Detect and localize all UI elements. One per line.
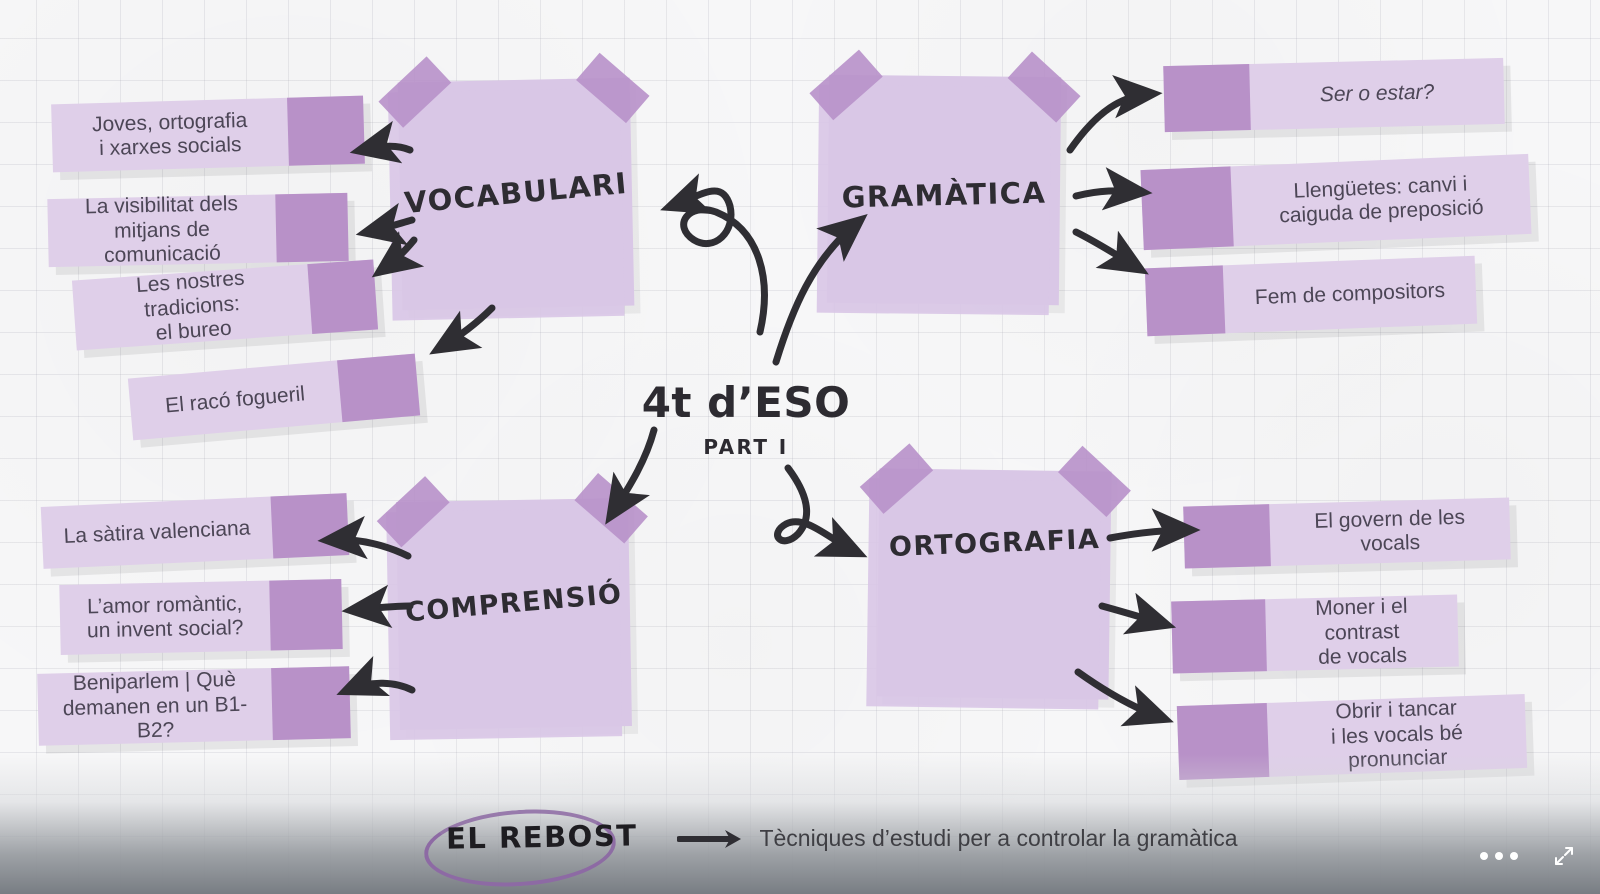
topic-card[interactable]: El govern de les vocals bbox=[1183, 497, 1511, 569]
topic-card-label: Joves, ortografia i xarxes socials bbox=[91, 108, 248, 161]
topic-card[interactable]: La visibilitat dels mitjans de comunicac… bbox=[47, 192, 349, 268]
topic-card-swatch bbox=[1176, 702, 1270, 781]
footer-content: EL REBOST Tècniques d’estudi per a contr… bbox=[421, 803, 1238, 893]
topic-card-swatch bbox=[275, 192, 349, 263]
dot bbox=[1480, 852, 1488, 860]
topic-card[interactable]: Joves, ortografia i xarxes socials bbox=[51, 95, 365, 173]
arrow-gramatica-item-3 bbox=[1072, 228, 1149, 275]
branch-note-vocabulari[interactable]: VOCABULARI bbox=[378, 52, 650, 321]
arrow-center-to-ortografia bbox=[774, 464, 868, 558]
footer-bar: EL REBOST Tècniques d’estudi per a contr… bbox=[0, 780, 1600, 894]
topic-card-swatch bbox=[1163, 64, 1251, 133]
page-title: 4t d’ESO bbox=[641, 378, 851, 427]
topic-card[interactable]: L’amor romàntic, un invent social? bbox=[59, 579, 343, 655]
topic-card-label: La sàtira valenciana bbox=[63, 516, 251, 548]
arrow-ortografia-item-1 bbox=[1106, 508, 1201, 552]
more-horizontal-icon[interactable] bbox=[1480, 852, 1518, 860]
branch-note-ortografia[interactable]: ORTOGRAFIA bbox=[859, 443, 1131, 710]
topic-card-swatch bbox=[337, 353, 421, 423]
topic-card-swatch bbox=[287, 95, 365, 166]
branch-note-gramatica[interactable]: GRAMÀTICA bbox=[809, 49, 1081, 316]
topic-card-swatch bbox=[1140, 166, 1234, 251]
arrow-ortografia-item-2 bbox=[1098, 592, 1177, 635]
arrow-center-to-vocabulari bbox=[660, 173, 768, 336]
topic-card-swatch bbox=[1144, 265, 1226, 337]
arrow-right-icon bbox=[677, 830, 742, 848]
topic-card-label: El racó fogueril bbox=[164, 382, 306, 418]
dot bbox=[1495, 852, 1503, 860]
topic-card-swatch bbox=[1183, 504, 1271, 569]
note-shadow-sheet bbox=[866, 478, 1102, 710]
topic-card-label: Moner i el contrast de vocals bbox=[1314, 595, 1408, 670]
el-rebost-label: EL REBOST bbox=[445, 818, 638, 856]
branch-title-gramatica: GRAMÀTICA bbox=[841, 175, 1047, 215]
topic-card[interactable]: El racó fogueril bbox=[127, 353, 421, 441]
topic-card-label: L’amor romàntic, un invent social? bbox=[86, 591, 244, 643]
topic-card-label: Beniparlem | Què demanen en un B1-B2? bbox=[62, 668, 248, 743]
footer-caption: Tècniques d’estudi per a controlar la gr… bbox=[759, 824, 1238, 851]
topic-card-swatch bbox=[271, 666, 351, 741]
arrow-gramatica-item-2 bbox=[1072, 167, 1153, 211]
topic-card[interactable]: Ser o estar? bbox=[1163, 57, 1505, 133]
el-rebost-badge[interactable]: EL REBOST bbox=[421, 803, 663, 893]
topic-card-swatch bbox=[270, 493, 350, 559]
topic-card[interactable]: Obrir i tancar i les vocals bé pronuncia… bbox=[1176, 693, 1528, 781]
topic-card-label: Les nostres tradicions: el bureo bbox=[135, 267, 246, 346]
topic-card[interactable]: Fem de compositors bbox=[1144, 255, 1478, 337]
page-subtitle: PART I bbox=[703, 435, 789, 459]
topic-card-label: Obrir i tancar i les vocals bé pronuncia… bbox=[1330, 696, 1464, 773]
topic-card-label: Llengüetes: canvi i caiguda de preposici… bbox=[1278, 172, 1484, 228]
topic-card-label: Fem de compositors bbox=[1254, 278, 1446, 309]
branch-note-comprensio[interactable]: COMPRENSIÓ bbox=[376, 473, 648, 741]
player-controls bbox=[1480, 844, 1576, 868]
topic-card-swatch bbox=[307, 259, 379, 334]
topic-card[interactable]: Beniparlem | Què demanen en un B1-B2? bbox=[37, 666, 351, 746]
topic-card-swatch bbox=[1171, 599, 1267, 674]
topic-card[interactable]: La sàtira valenciana bbox=[40, 493, 350, 569]
topic-card-label: Ser o estar? bbox=[1319, 80, 1435, 107]
topic-card-swatch bbox=[269, 579, 343, 651]
topic-card-label: El govern de les vocals bbox=[1314, 505, 1466, 556]
topic-card[interactable]: Les nostres tradicions: el bureo bbox=[71, 259, 379, 351]
topic-card[interactable]: Llengüetes: canvi i caiguda de preposici… bbox=[1140, 153, 1532, 251]
slide-center-title-group: 4t d’ESO PART I bbox=[586, 378, 906, 459]
topic-card-label: La visibilitat dels mitjans de comunicac… bbox=[84, 192, 239, 268]
dot bbox=[1510, 852, 1518, 860]
topic-card[interactable]: Moner i el contrast de vocals bbox=[1171, 594, 1459, 674]
arrow-gramatica-item-1 bbox=[1066, 74, 1163, 154]
fullscreen-expand-icon[interactable] bbox=[1552, 844, 1576, 868]
